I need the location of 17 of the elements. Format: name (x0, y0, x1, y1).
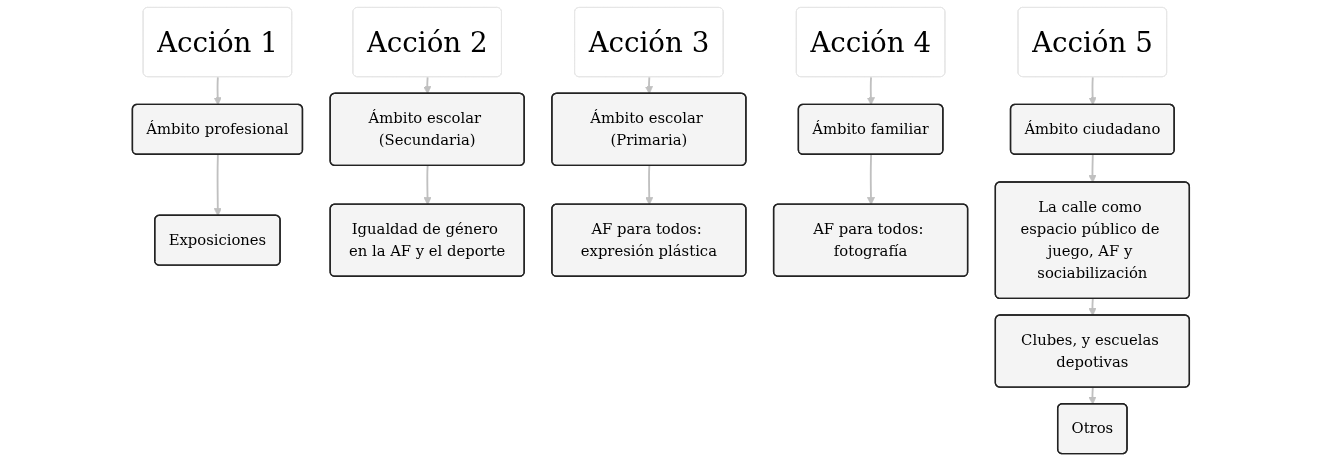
node-text: Acción 2 (366, 25, 488, 59)
arrow (1088, 153, 1097, 183)
arrow (213, 153, 222, 217)
arrow (867, 153, 876, 205)
arrow (423, 76, 432, 95)
arrow (645, 164, 654, 205)
arrow (1088, 386, 1097, 405)
arrow (213, 76, 222, 106)
node-text: Acción 5 (1032, 25, 1153, 59)
arrow (645, 76, 654, 95)
arrow (866, 76, 876, 106)
arrow (1088, 297, 1097, 316)
node-text: Acción 1 (157, 25, 278, 59)
arrow (423, 164, 432, 205)
node-text: Acción 4 (810, 25, 932, 59)
node-text: Acción 3 (588, 25, 710, 59)
arrow (1088, 76, 1097, 106)
